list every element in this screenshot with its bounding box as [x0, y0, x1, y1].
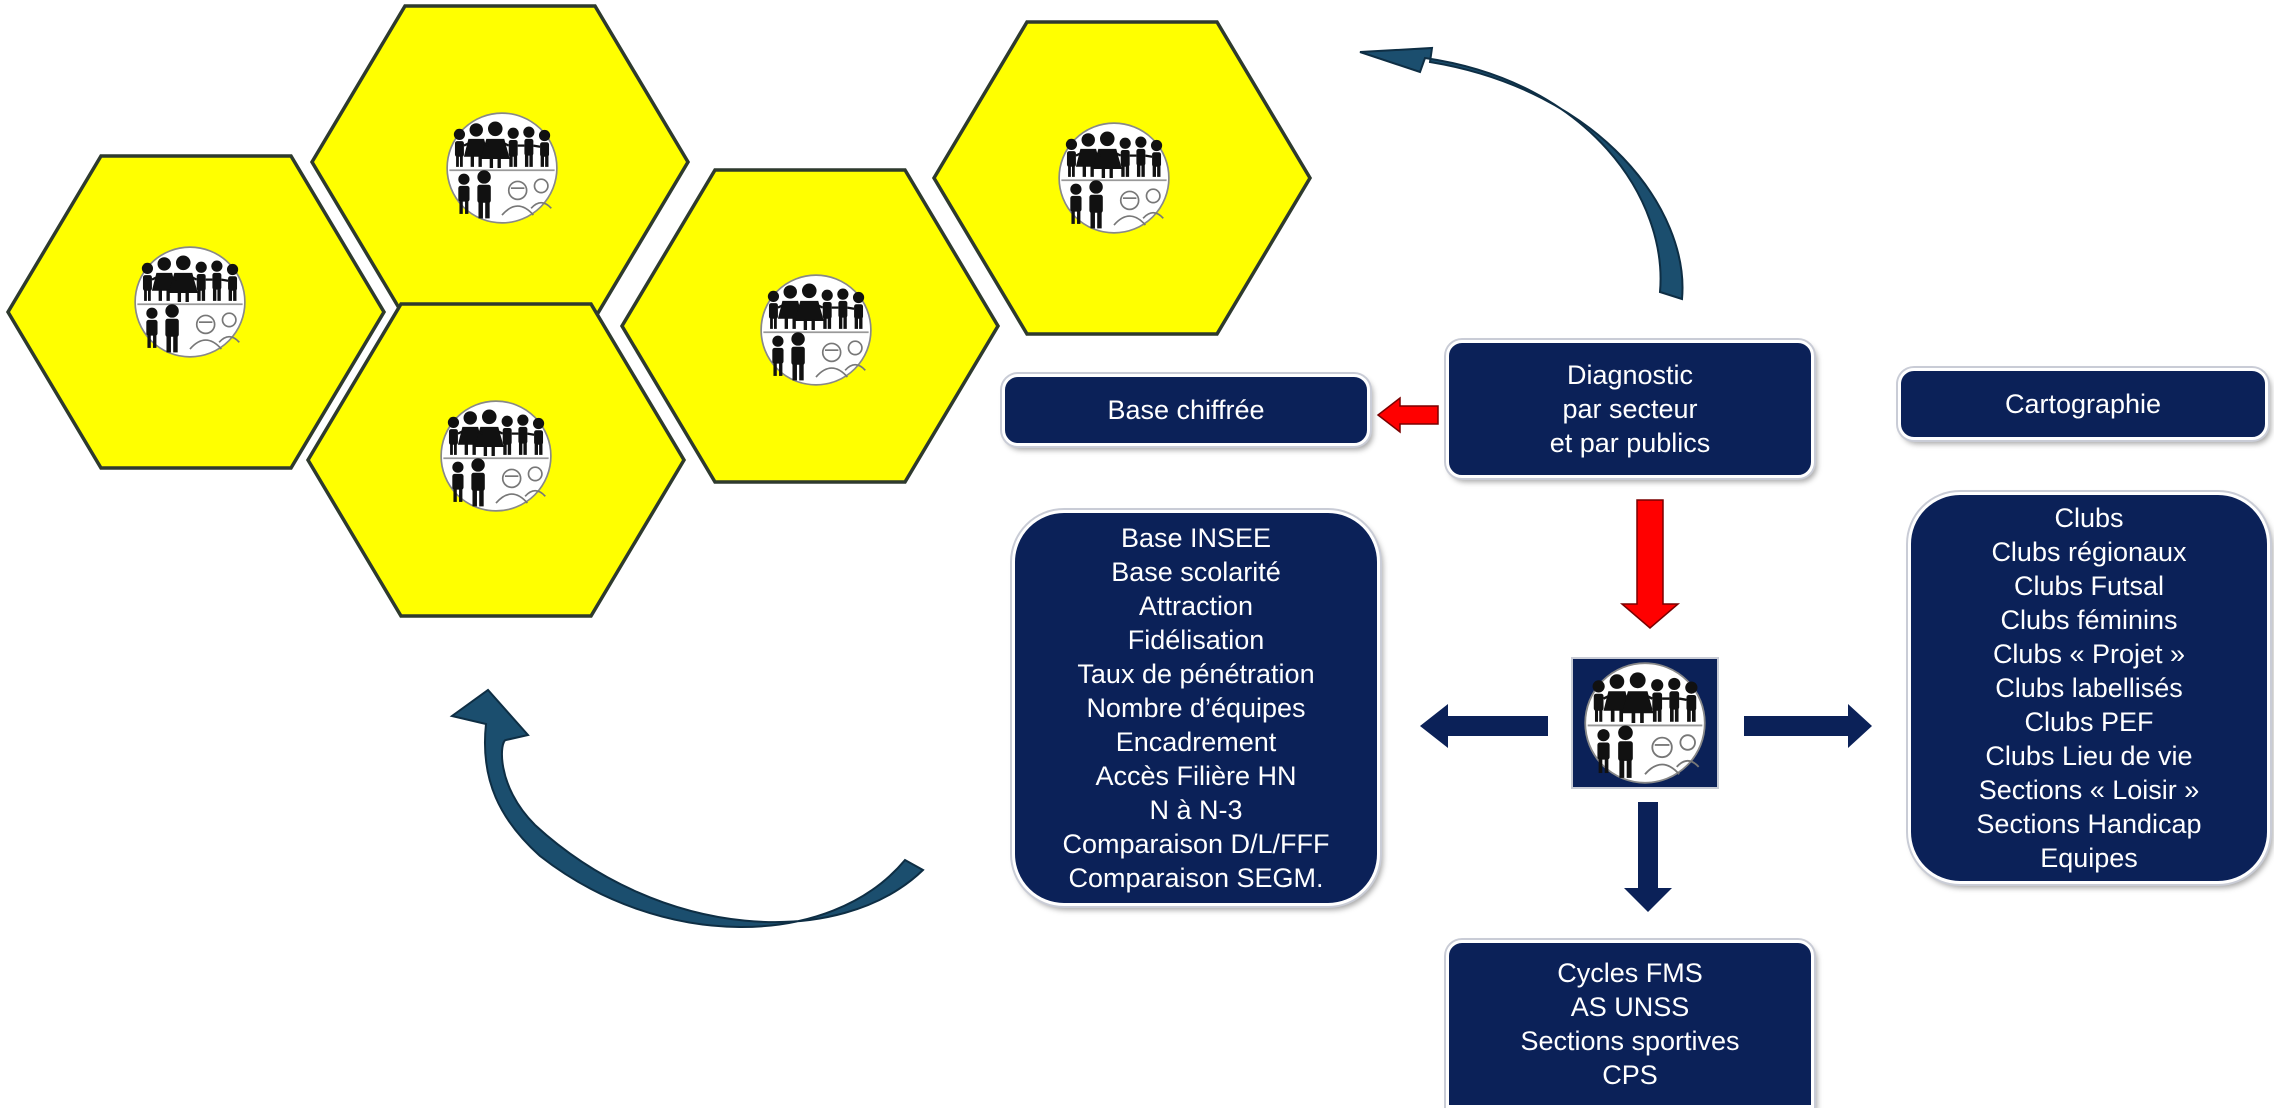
base-chiffree-label: Base chiffrée [1107, 395, 1265, 425]
diagnostic-line-2: par secteur [1562, 394, 1698, 424]
school-item: CPS [1602, 1060, 1658, 1090]
clubs-item: Clubs féminins [2000, 605, 2178, 635]
indicator-item: Base INSEE [1120, 523, 1272, 553]
clubs-item: Clubs [2054, 503, 2124, 533]
indicator-item: Encadrement [1115, 727, 1277, 757]
curved-arrow-top [1359, 46, 1684, 301]
indicator-item: Base scolarité [1111, 557, 1281, 587]
indicator-item: Comparaison SEGM. [1068, 863, 1324, 893]
people-group-icon [1057, 122, 1171, 234]
center-people-icon [1583, 662, 1707, 784]
diagnostic-line-3: et par publics [1549, 428, 1711, 458]
diagnostic-line-1: Diagnostic [1566, 360, 1694, 390]
indicator-item: Attraction [1138, 591, 1254, 621]
indicator-item: Fidélisation [1127, 625, 1265, 655]
clubs-item: Sections « Loisir » [1978, 775, 2200, 805]
curved-arrow-bottom [449, 688, 925, 928]
base-chiffree-box: Base chiffrée [1002, 374, 1370, 446]
cartographie-box: Cartographie [1898, 368, 2268, 440]
indicator-item: N à N-3 [1149, 795, 1243, 825]
clubs-item: Clubs régionaux [1991, 537, 2187, 567]
clubs-item: Sections Handicap [1976, 809, 2202, 839]
school-item: Sections sportives [1520, 1026, 1740, 1056]
red-arrow-left [1376, 396, 1439, 434]
hexagon-cluster [5, 4, 1313, 618]
people-group-icon [759, 274, 873, 386]
arrow-down-to-school [1624, 802, 1672, 912]
indicator-item: Nombre d’équipes [1086, 693, 1306, 723]
clubs-item: Clubs PEF [2024, 707, 2154, 737]
people-group-icon [439, 400, 553, 512]
indicators-box: Base INSEE Base scolarité Attraction Fid… [1012, 510, 1380, 906]
indicator-item: Taux de pénétration [1077, 659, 1315, 689]
clubs-item: Clubs Futsal [2013, 571, 2165, 601]
people-group-icon [133, 246, 247, 358]
clubs-box: Clubs Clubs régionaux Clubs Futsal Clubs… [1908, 492, 2270, 884]
clubs-item: Equipes [2040, 843, 2138, 873]
arrow-right-to-clubs [1744, 704, 1872, 748]
red-arrow-down [1619, 499, 1681, 629]
cartographie-label: Cartographie [2004, 389, 2162, 419]
indicator-item: Accès Filière HN [1095, 761, 1297, 791]
school-item: AS UNSS [1570, 992, 1690, 1022]
indicator-item: Comparaison D/L/FFF [1062, 829, 1330, 859]
school-box: Cycles FMS AS UNSS Sections sportives CP… [1446, 940, 1814, 1108]
school-item: Cycles FMS [1557, 958, 1703, 988]
clubs-item: Clubs « Projet » [1992, 639, 2186, 669]
diagnostic-box: Diagnostic par secteur et par publics [1446, 340, 1814, 478]
clubs-item: Clubs labellisés [1995, 673, 2183, 703]
arrow-left-to-indicators [1420, 704, 1548, 748]
people-group-icon [445, 112, 559, 224]
clubs-item: Clubs Lieu de vie [1985, 741, 2193, 771]
